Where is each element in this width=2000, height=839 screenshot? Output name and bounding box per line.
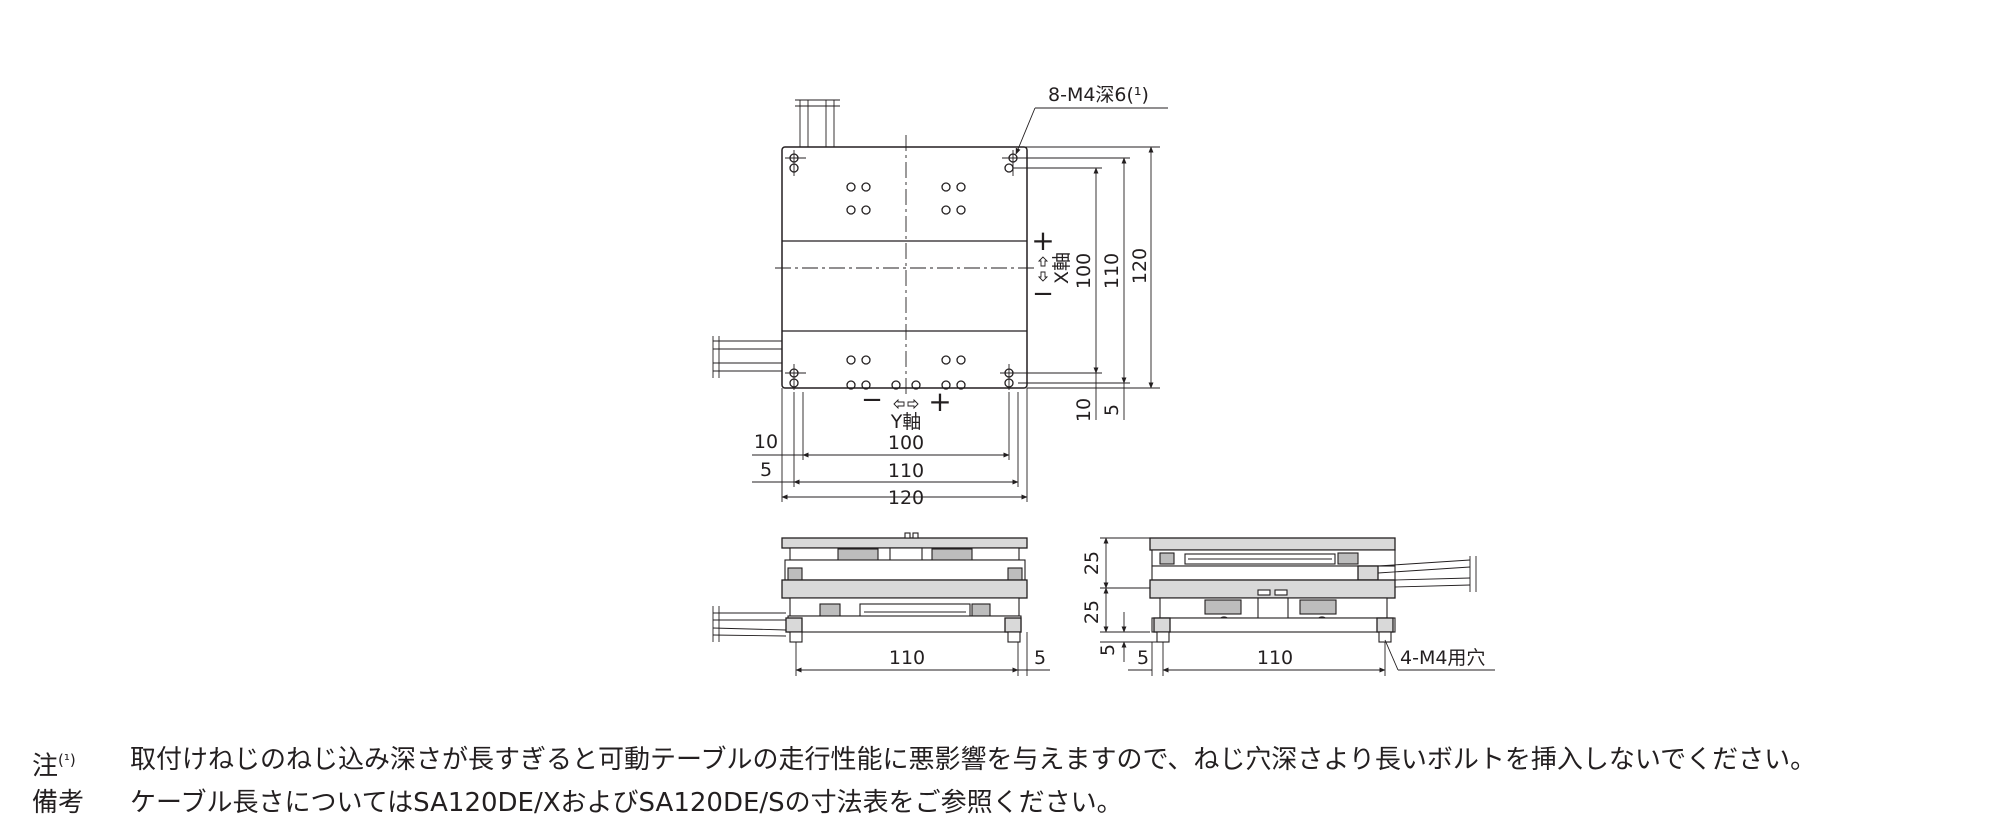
dim-front-5: 5	[1034, 647, 1046, 669]
notes-section: 注(¹) 取付けねじのねじ込み深さが長すぎると可動テーブルの走行性能に悪影響を与…	[32, 742, 1816, 821]
top-view: − + Y軸 + − X軸 8-M4深6(¹) 100 110 120 10 5	[712, 84, 1168, 509]
note-text: ケーブル長さについてはSA120DE/XおよびSA120DE/Sの寸法表をご参照…	[130, 787, 1123, 818]
dim-h-10: 10	[754, 431, 778, 453]
note-label-text: 備考	[32, 787, 85, 818]
hole-group-bottom-right	[941, 355, 966, 390]
note-text: 取付けねじのねじ込み深さが長すぎると可動テーブルの走行性能に悪影響を与えますので…	[130, 745, 1817, 775]
callout-8-m4: 8-M4深6(¹)	[1048, 84, 1149, 106]
x-arrow-up-icon	[1037, 256, 1049, 267]
note-label: 備考	[32, 785, 130, 821]
hole-group-bottom-left	[846, 355, 871, 390]
y-minus-sign: −	[861, 385, 883, 415]
note-footnote-mark: (¹)	[58, 751, 76, 769]
dimension-drawing: − + Y軸 + − X軸 8-M4深6(¹) 100 110 120 10 5	[712, 84, 1495, 676]
dim-h-5: 5	[760, 459, 772, 481]
dim-v-120: 120	[1129, 248, 1151, 284]
dim-v-100: 100	[1073, 253, 1095, 289]
dim-front-110: 110	[889, 647, 925, 669]
callout-4-m4: 4-M4用穴	[1400, 647, 1485, 669]
side-view: 25 25 5 5 110 4-M4用穴	[1081, 537, 1495, 676]
dim-v-5: 5	[1101, 404, 1123, 416]
dim-side-110: 110	[1257, 647, 1293, 669]
y-axis-label: Y軸	[890, 411, 922, 433]
dim-side-5-horizontal: 5	[1137, 647, 1149, 669]
corner-hole-tl	[785, 150, 806, 176]
y-arrow-right-icon	[907, 398, 919, 410]
front-view: 110 5	[712, 532, 1050, 676]
x-minus-sign: −	[1032, 279, 1054, 309]
dim-side-5-vertical: 5	[1097, 644, 1119, 656]
hole-group-top-right	[941, 182, 966, 215]
dim-h-120: 120	[888, 487, 924, 509]
y-arrow-left-icon	[893, 398, 905, 410]
table-outline	[781, 146, 1028, 389]
dim-v-10: 10	[1073, 398, 1095, 422]
x-plus-sign: +	[1031, 224, 1054, 257]
dim-side-25-bottom: 25	[1081, 600, 1103, 624]
dim-h-100: 100	[888, 432, 924, 454]
note-row: 備考 ケーブル長さについてはSA120DE/XおよびSA120DE/Sの寸法表を…	[32, 785, 1816, 821]
note-row: 注(¹) 取付けねじのねじ込み深さが長すぎると可動テーブルの走行性能に悪影響を与…	[32, 742, 1816, 785]
x-arrow-down-icon	[1037, 271, 1049, 282]
x-axis-label: X軸	[1051, 252, 1073, 284]
dim-side-25-top: 25	[1081, 551, 1103, 575]
corner-hole-bl	[785, 364, 806, 390]
dim-h-110: 110	[888, 460, 924, 482]
note-label: 注(¹)	[32, 742, 130, 785]
dim-v-110: 110	[1101, 253, 1123, 289]
y-plus-sign: +	[928, 385, 951, 418]
note-label-text: 注	[32, 751, 59, 782]
hole-group-top-left	[846, 182, 871, 215]
